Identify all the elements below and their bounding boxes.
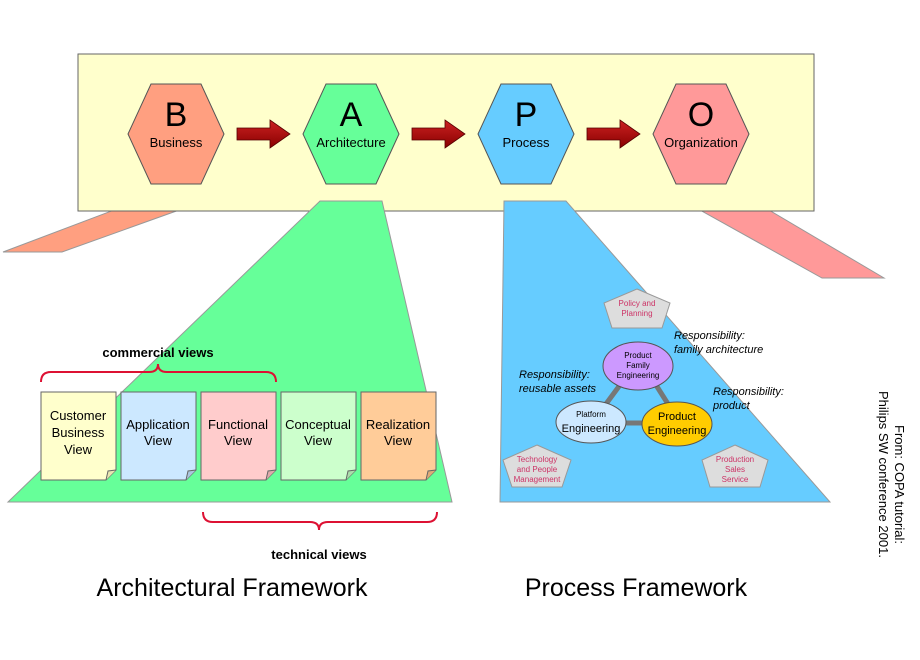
- organization-projection: [680, 199, 886, 279]
- organization-letter: O: [688, 96, 714, 134]
- organization-hexagon: O Organization: [652, 83, 750, 185]
- svg-text:Philips SW conference 2001.: Philips SW conference 2001.: [876, 391, 891, 558]
- realization-view: Realization View: [360, 391, 437, 481]
- process-letter: P: [515, 96, 538, 134]
- svg-text:product: product: [712, 400, 751, 412]
- svg-text:Engineering: Engineering: [617, 371, 660, 380]
- svg-text:Production: Production: [716, 455, 754, 464]
- svg-text:Engineering: Engineering: [648, 425, 707, 437]
- arrow-a-to-p: [411, 119, 466, 149]
- svg-text:View: View: [224, 433, 253, 448]
- svg-text:Planning: Planning: [621, 309, 652, 318]
- svg-text:Functional: Functional: [208, 417, 268, 432]
- svg-text:Family: Family: [626, 361, 650, 370]
- svg-text:From: COPA tutorial:: From: COPA tutorial:: [892, 425, 907, 544]
- commercial-bracket: [40, 363, 277, 383]
- svg-text:Service: Service: [722, 475, 749, 484]
- customer-business-view: Customer Business View: [40, 391, 117, 481]
- arrow-b-to-a: [236, 119, 291, 149]
- svg-text:Technology: Technology: [517, 455, 557, 464]
- svg-text:Business: Business: [52, 425, 105, 440]
- architecture-letter: A: [340, 96, 363, 134]
- svg-text:Conceptual: Conceptual: [285, 417, 351, 432]
- platform-engineering-ellipse: Platform Engineering: [555, 400, 627, 444]
- business-hexagon: B Business: [127, 83, 225, 185]
- responsibility-product: Responsibility: product: [712, 386, 784, 412]
- svg-text:Realization: Realization: [366, 417, 430, 432]
- svg-text:Platform: Platform: [576, 410, 606, 419]
- business-label: Business: [150, 135, 203, 150]
- arrow-p-to-o: [586, 119, 641, 149]
- product-family-engineering-ellipse: Product Family Engineering: [602, 341, 674, 391]
- technology-people-pentagon: Technology and People Management: [502, 444, 572, 488]
- connector-pfe-product: [653, 383, 671, 406]
- architecture-hexagon: A Architecture: [302, 83, 400, 185]
- business-letter: B: [165, 96, 188, 134]
- production-sales-pentagon: Production Sales Service: [701, 444, 769, 488]
- commercial-views-label: commercial views: [102, 345, 213, 360]
- svg-text:reusable assets: reusable assets: [519, 383, 597, 395]
- architecture-label: Architecture: [316, 135, 385, 150]
- responsibility-family-architecture: Responsibility: family architecture: [674, 330, 763, 356]
- svg-text:View: View: [64, 442, 93, 457]
- svg-text:Sales: Sales: [725, 465, 745, 474]
- product-engineering-ellipse: Product Engineering: [641, 401, 713, 447]
- svg-text:View: View: [304, 433, 333, 448]
- svg-text:Policy and: Policy and: [619, 299, 656, 308]
- svg-text:Product: Product: [624, 351, 652, 360]
- process-hexagon: P Process: [477, 83, 575, 185]
- svg-text:Customer: Customer: [50, 408, 107, 423]
- process-label: Process: [503, 135, 550, 150]
- svg-text:and People: and People: [517, 465, 558, 474]
- svg-text:View: View: [384, 433, 413, 448]
- svg-text:Responsibility:: Responsibility:: [713, 386, 784, 398]
- conceptual-view: Conceptual View: [280, 391, 357, 481]
- organization-label: Organization: [664, 135, 738, 150]
- source-credit: From: COPA tutorial: Philips SW conferen…: [876, 391, 907, 558]
- architectural-framework-title: Architectural Framework: [97, 574, 368, 602]
- technical-views-label: technical views: [271, 547, 366, 562]
- functional-view: Functional View: [200, 391, 277, 481]
- process-framework-title: Process Framework: [525, 574, 748, 602]
- application-view: Application View: [120, 391, 197, 481]
- policy-planning-pentagon: Policy and Planning: [603, 288, 671, 329]
- svg-text:Responsibility:: Responsibility:: [674, 330, 745, 342]
- svg-text:Engineering: Engineering: [562, 423, 621, 435]
- svg-text:family architecture: family architecture: [674, 344, 763, 356]
- svg-text:Application: Application: [126, 417, 190, 432]
- responsibility-reusable-assets: Responsibility: reusable assets: [519, 369, 597, 395]
- svg-text:Product: Product: [658, 411, 696, 423]
- svg-text:Responsibility:: Responsibility:: [519, 369, 590, 381]
- svg-text:Management: Management: [514, 475, 561, 484]
- technical-bracket: [202, 511, 438, 531]
- svg-text:View: View: [144, 433, 173, 448]
